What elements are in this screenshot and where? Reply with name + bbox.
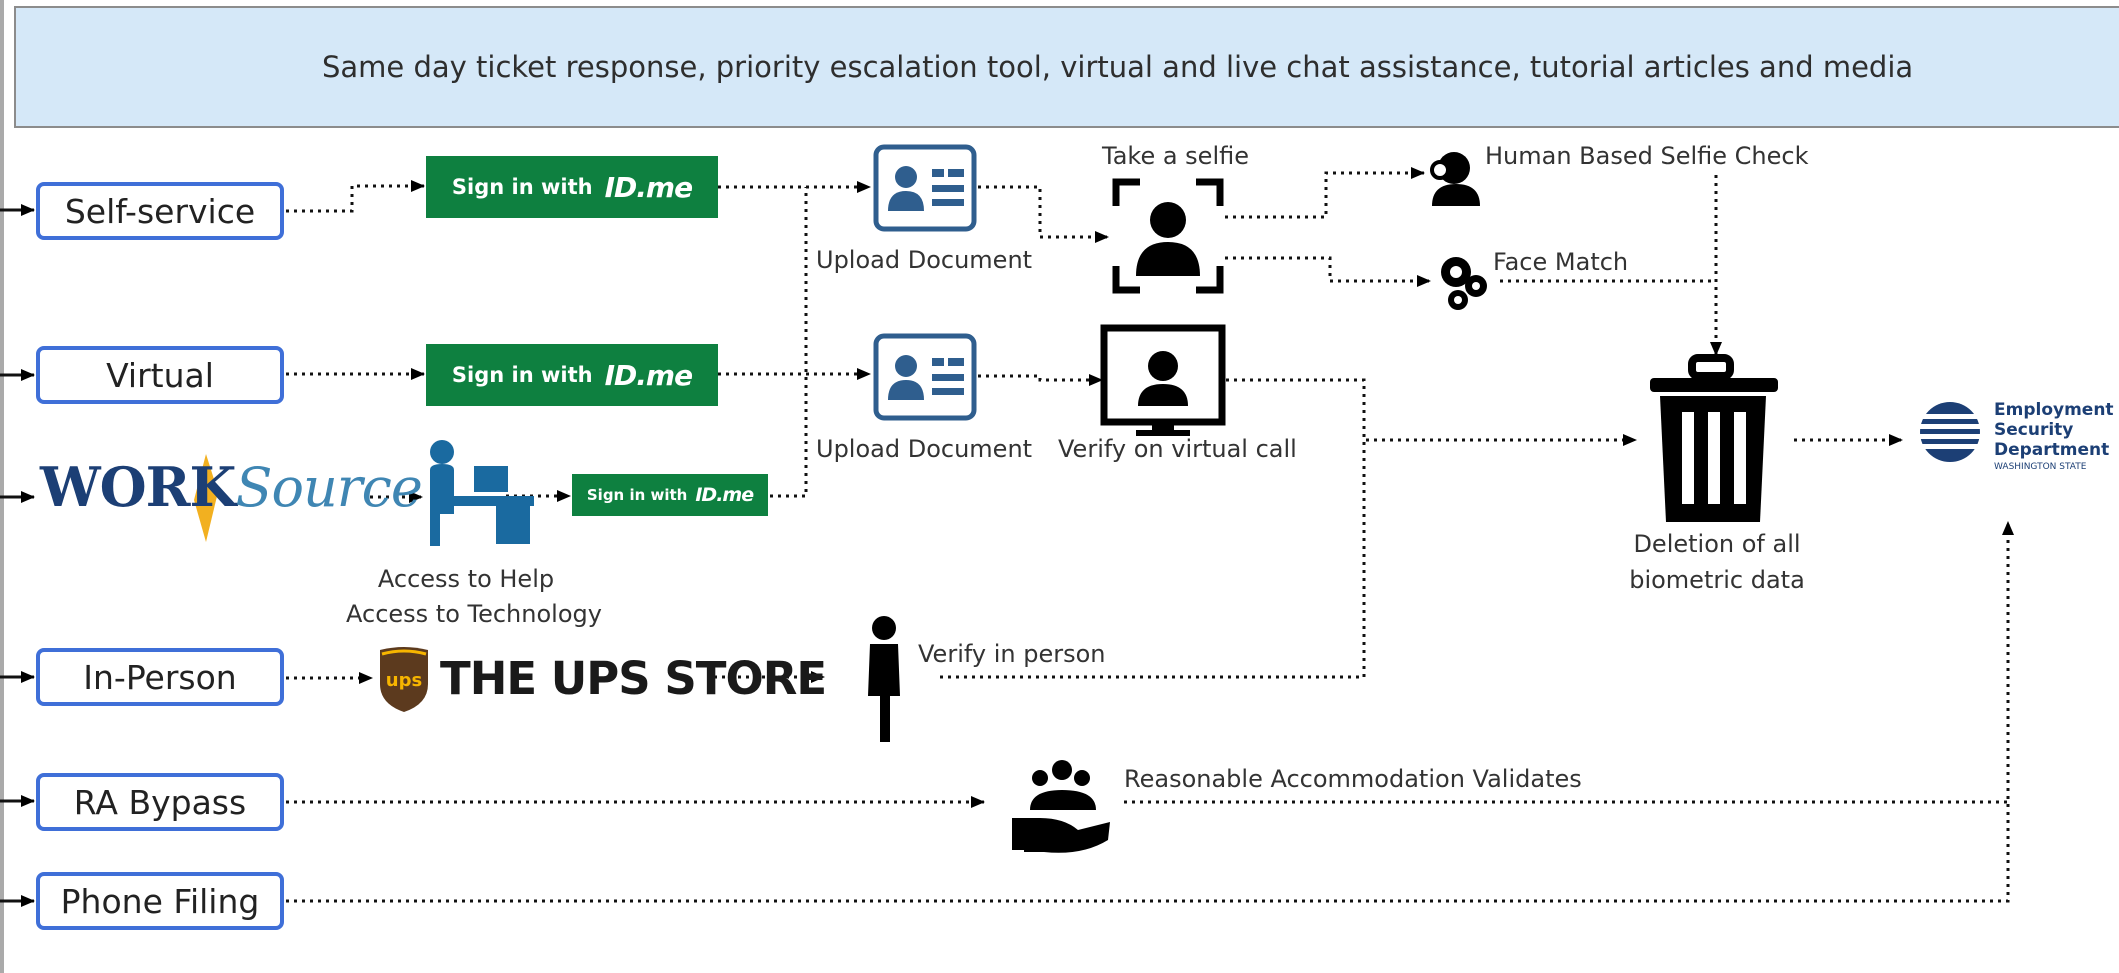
channel-ra-bypass-label: RA Bypass <box>73 782 247 822</box>
arrow-upload-to-monitor <box>978 374 1103 386</box>
esd-globe-icon <box>1916 402 1986 462</box>
idme-sign-in-button-small[interactable]: Sign in with ID.me <box>572 474 768 516</box>
verify-virtual-call-label: Verify on virtual call <box>1058 435 1297 463</box>
channel-self-service[interactable]: Self-service <box>36 182 284 240</box>
esd-line2: Security <box>1994 420 2074 440</box>
idme-sign-in-button[interactable]: Sign in with ID.me <box>426 156 718 218</box>
arrow-selfie-to-human-check <box>1225 167 1425 219</box>
verify-in-person-label: Verify in person <box>918 640 1106 668</box>
access-tech-label: Access to Technology <box>346 600 602 628</box>
selfie-frame-icon <box>1112 178 1224 294</box>
hand-with-people-icon <box>1012 760 1110 853</box>
idme-prefix: Sign in with <box>451 363 593 387</box>
left-frame-edge <box>0 0 4 973</box>
channel-in-person[interactable]: In-Person <box>36 648 284 706</box>
channel-self-service-label: Self-service <box>64 191 256 231</box>
id-card-icon <box>873 333 977 421</box>
deletion-label-line2: biometric data <box>1629 566 1805 594</box>
worksource-flame-icon <box>194 454 218 542</box>
worksource-logo-part1: WORK <box>40 455 236 519</box>
monitor-person-icon <box>1100 324 1226 436</box>
take-selfie-label: Take a selfie <box>1102 142 1249 170</box>
arrow-phone-to-esd <box>286 521 2014 903</box>
esd-line4: WASHINGTON STATE <box>1994 462 2087 472</box>
person-at-desk-icon <box>430 440 534 546</box>
deletion-label-line1: Deletion of all <box>1633 530 1801 558</box>
arrow-monitor-to-trash <box>1226 378 1637 446</box>
support-banner-text: Same day ticket response, priority escal… <box>322 50 1914 84</box>
worksource-logo-part2: Source <box>235 456 423 519</box>
idme-logo: ID.me <box>604 170 693 204</box>
gears-icon <box>1441 257 1487 310</box>
arrow-upload-to-selfie <box>978 185 1109 243</box>
worksource-logo: WORKSource <box>40 455 423 519</box>
human-selfie-check-label: Human Based Selfie Check <box>1485 142 1809 170</box>
channel-virtual[interactable]: Virtual <box>36 346 284 404</box>
channel-in-person-label: In-Person <box>83 657 237 697</box>
esd-line1: Employment <box>1994 400 2114 420</box>
id-card-icon <box>873 144 977 232</box>
esd-line3: Department <box>1994 440 2110 460</box>
idme-sign-in-button[interactable]: Sign in with ID.me <box>426 344 718 406</box>
access-label: Access to Help Access to Technology <box>346 562 602 632</box>
channel-ra-bypass[interactable]: RA Bypass <box>36 773 284 831</box>
face-match-label: Face Match <box>1493 248 1629 276</box>
standing-person-icon <box>868 616 900 742</box>
arrow-self-to-idme <box>286 180 425 213</box>
idme-prefix: Sign in with <box>451 175 593 199</box>
human-inspector-icon <box>1430 152 1480 206</box>
ups-store-logo: THE UPS STORE <box>440 652 827 705</box>
idme-prefix: Sign in with <box>586 486 688 504</box>
ups-shield-icon: ups <box>380 647 428 712</box>
channel-virtual-label: Virtual <box>106 355 214 395</box>
idme-logo: ID.me <box>604 358 693 392</box>
access-help-label: Access to Help <box>377 565 555 593</box>
arrow-person-to-virtual-line <box>940 380 1366 679</box>
channel-phone-filing[interactable]: Phone Filing <box>36 872 284 930</box>
arrow-idme3-to-upload <box>770 187 808 498</box>
idme-logo: ID.me <box>695 484 754 506</box>
esd-logo: Employment Security Department WASHINGTO… <box>1994 400 2114 474</box>
upload-document-label: Upload Document <box>816 435 1033 463</box>
channel-phone-filing-label: Phone Filing <box>60 881 260 921</box>
ra-validates-label: Reasonable Accommodation Validates <box>1124 765 1582 793</box>
upload-document-label: Upload Document <box>816 246 1033 274</box>
support-banner: Same day ticket response, priority escal… <box>14 6 2119 128</box>
deletion-label: Deletion of all biometric data <box>1612 526 1822 598</box>
ups-badge-text: ups <box>386 670 422 691</box>
trash-can-icon <box>1650 354 1778 522</box>
arrow-selfie-to-face-match <box>1225 256 1431 287</box>
